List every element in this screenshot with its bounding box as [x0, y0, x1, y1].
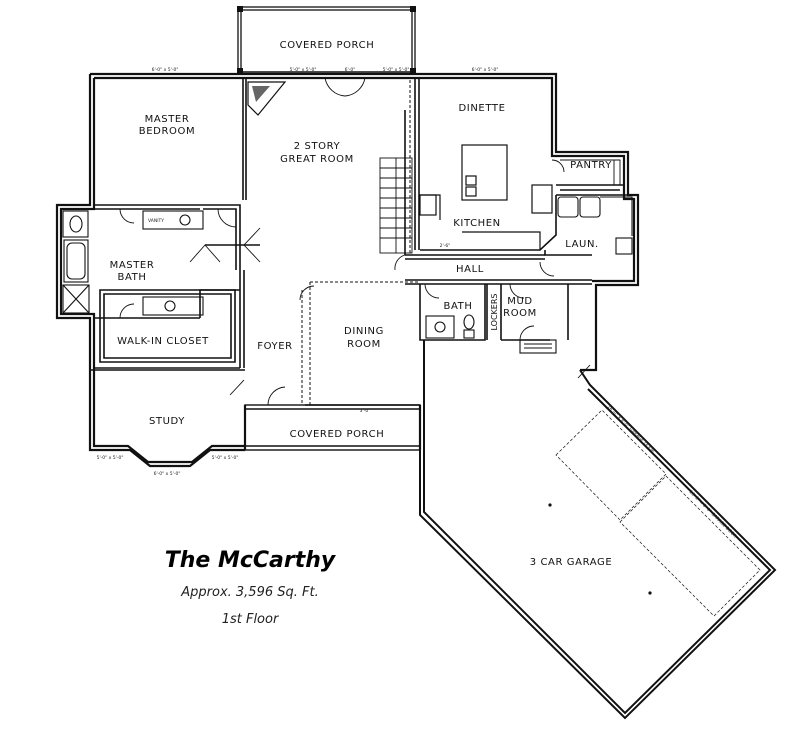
- label-bath: BATH: [444, 301, 473, 312]
- rear-porch-outline: [237, 6, 416, 73]
- label-covered-porch-rear: COVERED PORCH: [280, 40, 375, 51]
- label-covered-porch-front: COVERED PORCH: [290, 429, 385, 440]
- dim-tag: 16'-0" x 8'-0" GARAGE DOOR: [606, 404, 656, 454]
- plan-title-block: The McCarthy Approx. 3,596 Sq. Ft. 1st F…: [150, 548, 350, 627]
- dim-tag: 16'-0" x 8'-0" GARAGE DOOR: [688, 489, 738, 539]
- label-dinette: DINETTE: [458, 103, 505, 114]
- dim-tag: 5'-0" x 5'-0": [383, 67, 410, 73]
- dim-tag: 6'-0": [345, 67, 356, 73]
- label-study: STUDY: [149, 416, 185, 427]
- label-master-bedroom: BEDROOM: [139, 126, 195, 137]
- label-walk-in-closet: WALK-IN CLOSET: [117, 336, 209, 347]
- dim-tag: 2'-6": [440, 243, 451, 249]
- kitchen-island: [461, 144, 508, 201]
- dim-tag: 6'-0" x 5'-0": [152, 67, 179, 73]
- label-pantry: PANTRY: [570, 160, 612, 171]
- label-master-bath: BATH: [118, 272, 147, 283]
- front-porch-outline: [244, 404, 421, 451]
- label-vanity: VANITY: [148, 218, 164, 224]
- stairs: [379, 157, 413, 254]
- rear-porch-posts: [237, 6, 416, 74]
- label-great-room: GREAT ROOM: [280, 154, 354, 165]
- label-lockers: LOCKERS: [490, 294, 499, 331]
- label-laundry: LAUN.: [565, 239, 599, 250]
- plan-floor: 1st Floor: [221, 612, 279, 627]
- door-swings: [119, 77, 591, 406]
- garage-post: [648, 591, 652, 595]
- dim-tag: 5'-0" x 5'-0": [97, 455, 124, 461]
- dim-tag: 6'-0" x 5'-0": [472, 67, 499, 73]
- kitchen-counters: [419, 184, 553, 250]
- label-great-room: 2 STORY: [294, 141, 341, 152]
- label-kitchen: KITCHEN: [453, 218, 501, 229]
- garage-door-swing: [555, 409, 761, 617]
- master-bath-fixtures: [62, 210, 204, 316]
- label-master-bath: MASTER: [110, 260, 155, 271]
- plan-area: Approx. 3,596 Sq. Ft.: [181, 585, 319, 600]
- garage-post: [548, 503, 552, 507]
- label-master-bedroom: MASTER: [145, 114, 190, 125]
- label-dining-room: ROOM: [347, 339, 381, 350]
- dimension-tags: 6'-0" x 5'-0" 5'-0" x 5'-0" 6'-0" 5'-0" …: [97, 67, 738, 539]
- label-garage: 3 CAR GARAGE: [530, 557, 613, 568]
- label-dining-room: DINING: [344, 326, 384, 337]
- fireplace: [247, 81, 287, 116]
- bath-fixtures: [425, 314, 557, 354]
- laundry-appliances: [557, 196, 633, 255]
- label-foyer: FOYER: [257, 341, 292, 352]
- label-mud-room: ROOM: [503, 308, 537, 319]
- plan-name: The McCarthy: [164, 548, 336, 573]
- label-hall: HALL: [456, 264, 484, 275]
- pantry-shelves: [560, 159, 621, 185]
- label-mud-room: MUD: [507, 296, 532, 307]
- dim-tag: 6'-0" x 5'-0": [154, 471, 181, 477]
- room-labels: COVERED PORCH MASTER BEDROOM 2 STORY GRE…: [110, 40, 613, 568]
- dim-tag: 5'-0" x 5'-0": [212, 455, 239, 461]
- dim-tag: 5'-0" x 5'-0": [290, 67, 317, 73]
- dim-tag: 3'-0": [360, 408, 371, 414]
- garage-outline: [419, 340, 777, 720]
